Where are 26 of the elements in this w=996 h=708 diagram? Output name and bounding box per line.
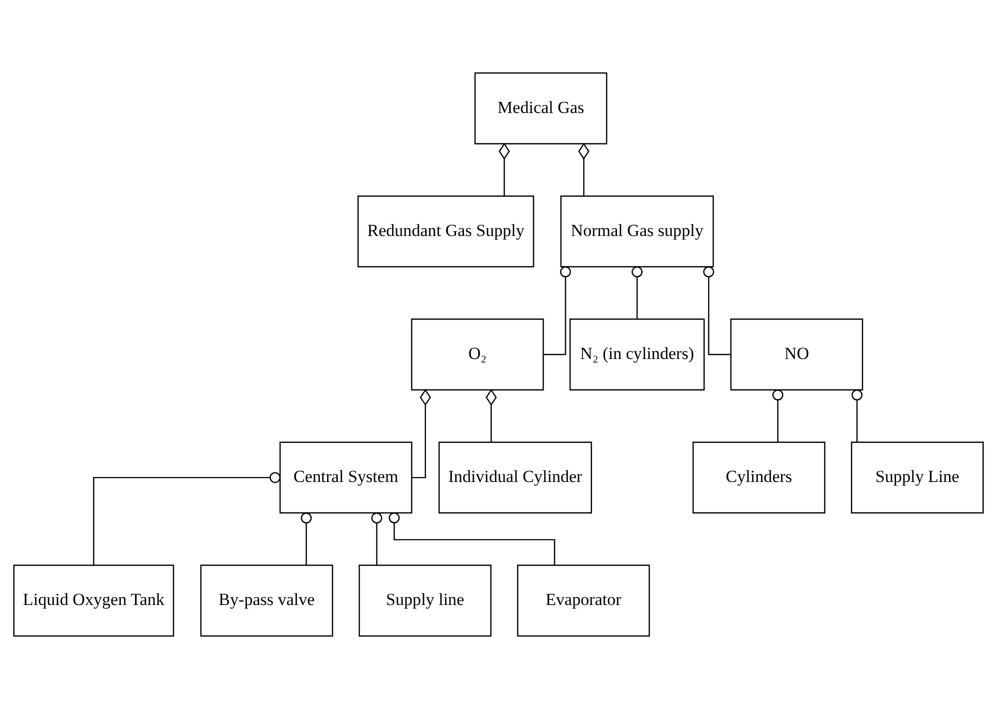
connector	[578, 142, 589, 196]
node-box: By-pass valve	[200, 564, 333, 636]
connector	[631, 266, 642, 318]
connector	[851, 388, 862, 442]
connector	[388, 512, 555, 565]
node-box: Liquid Oxygen Tank	[12, 564, 174, 636]
connector	[370, 512, 382, 565]
node-box: Cylinders	[692, 441, 825, 513]
node-box: N₂ (in cylinders)	[568, 318, 704, 390]
connector	[92, 472, 280, 565]
node-box: Redundant Gas Supply	[356, 195, 534, 267]
node-box: Evaporator	[516, 564, 650, 636]
connector	[772, 388, 783, 442]
node-box: Supply line	[358, 564, 491, 636]
connector	[542, 266, 570, 355]
connector	[702, 266, 730, 355]
connector	[300, 512, 312, 565]
connector	[485, 388, 496, 442]
connector	[498, 142, 510, 196]
node-box: NO	[730, 318, 863, 390]
node-box: Normal Gas supply	[560, 195, 714, 267]
node-box: Supply Line	[850, 441, 984, 513]
node-box: O₂	[410, 318, 544, 390]
node-box: Central System	[279, 441, 412, 513]
node-box: Medical Gas	[474, 72, 607, 144]
node-box: Individual Cylinder	[438, 441, 592, 513]
